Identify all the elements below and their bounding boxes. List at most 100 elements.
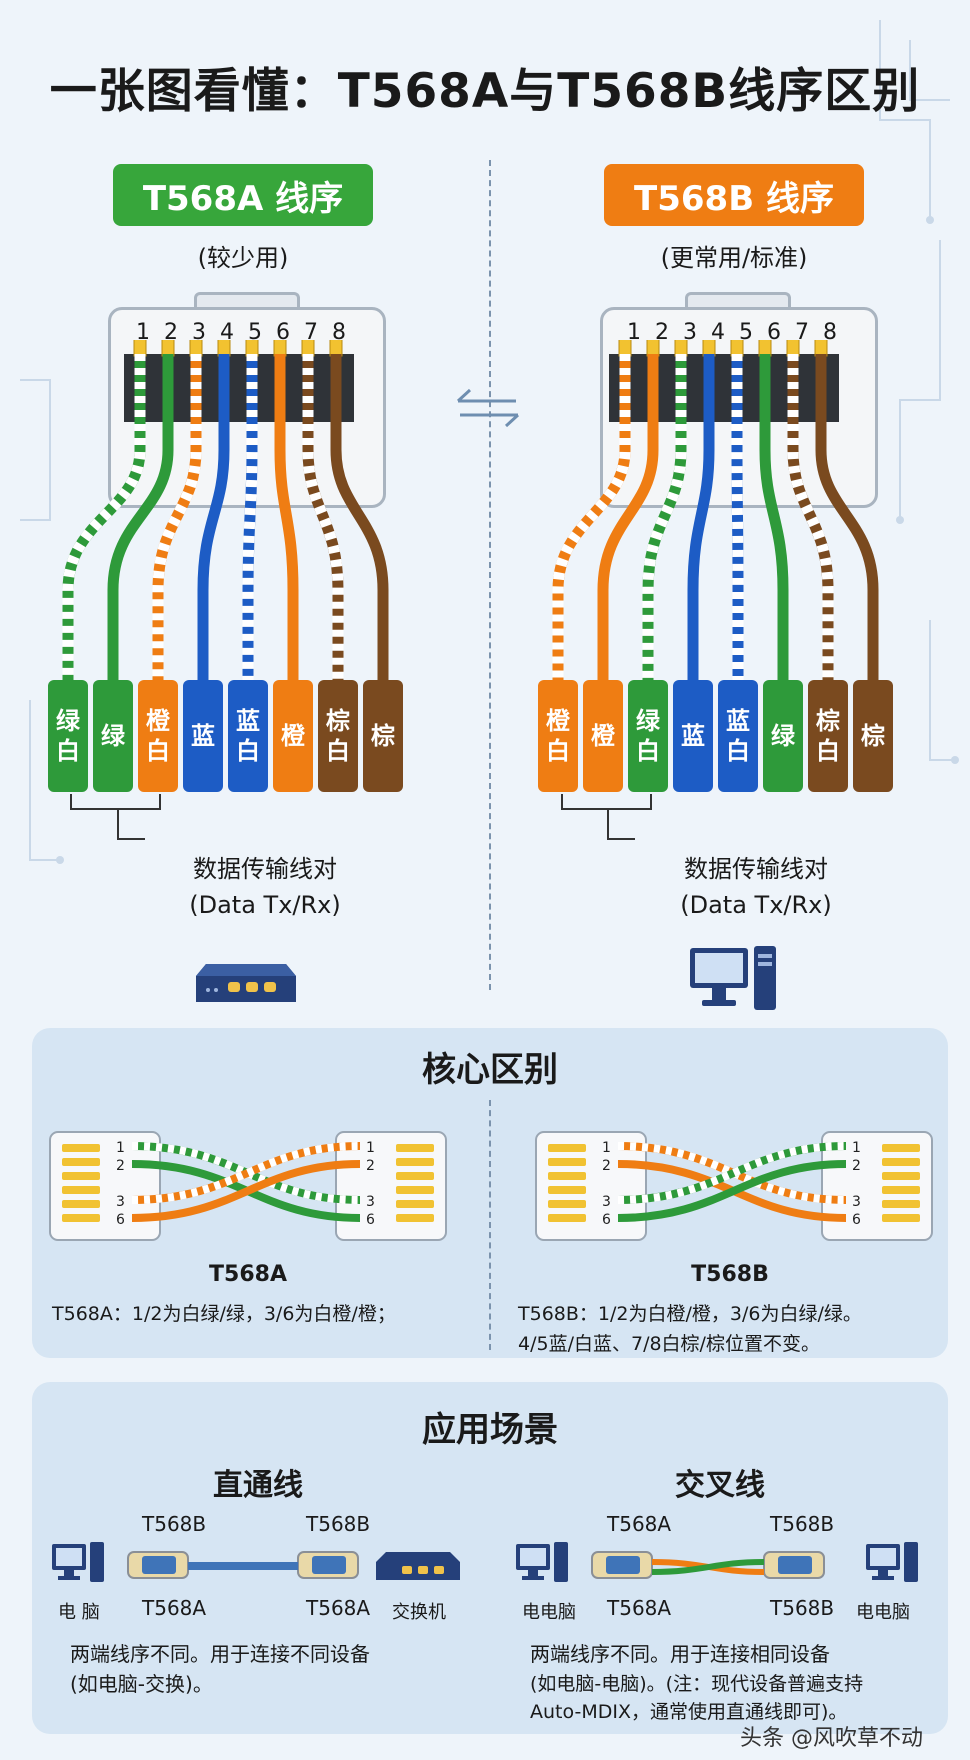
pin-label: 6 — [116, 1212, 125, 1228]
crossover-description-2: (如电脑-电脑)。(注：现代设备普遍支持 — [530, 1673, 864, 1695]
wire-2 — [107, 354, 174, 680]
core-t568b-heading: T568B — [691, 1262, 769, 1287]
core-difference-title: 核心区别 — [422, 1050, 558, 1090]
color-tag: 绿 — [93, 680, 133, 792]
computer-icon — [866, 1542, 918, 1582]
pin-number: 8 — [823, 320, 837, 345]
t568a-badge: T568A 线序 — [113, 164, 373, 226]
crossover-description: 两端线序不同。用于连接相同设备 — [530, 1642, 830, 1666]
color-tag: 蓝 — [673, 680, 713, 792]
color-tag: 橙 — [273, 680, 313, 792]
color-tag: 绿 — [763, 680, 803, 792]
wire-stripe-3 — [152, 354, 202, 680]
cable — [188, 1562, 298, 1570]
crossover-cable-diagram — [516, 1542, 918, 1582]
straight-bottom-right-standard: T568A — [306, 1596, 371, 1620]
pin-label: 6 — [602, 1212, 611, 1228]
t568b-note: (更常用/标准) — [660, 244, 808, 272]
t568a-color-tags: 绿白绿橙白蓝蓝白橙棕白棕 — [48, 680, 448, 792]
rj45-plug-icon — [297, 1551, 359, 1579]
pin-number: 4 — [220, 320, 234, 345]
straight-cable-title: 直通线 — [213, 1468, 303, 1503]
core-t568b-description-2: 4/5蓝/白蓝、7/8白棕/棕位置不变。 — [518, 1333, 820, 1355]
core-t568b-description: T568B：1/2为白橙/橙，3/6为白绿/绿。 — [518, 1303, 862, 1325]
pin-label: 3 — [602, 1194, 611, 1210]
computer-icon — [52, 1542, 104, 1582]
t568a-pair-bracket-stem — [117, 808, 145, 840]
t568b-pair-label-en: (Data Tx/Rx) — [680, 891, 832, 919]
pin-number: 6 — [276, 320, 290, 345]
cross-bottom-left-standard: T568A — [607, 1596, 672, 1620]
straight-device-1-label: 电 脑 — [58, 1602, 100, 1623]
pin-label: 2 — [852, 1158, 861, 1174]
pin-number: 3 — [192, 320, 206, 345]
pin-label: 6 — [366, 1212, 375, 1228]
core-t568a-description: T568A：1/2为白绿/绿，3/6为白橙/橙； — [52, 1303, 396, 1325]
wire-6 — [759, 354, 789, 680]
pin-number: 7 — [304, 320, 318, 345]
color-tag: 棕白 — [318, 680, 358, 792]
wire-stripe-7 — [302, 354, 344, 680]
wire-6 — [274, 354, 299, 680]
pin-label: 3 — [852, 1194, 861, 1210]
pin-number: 4 — [711, 320, 725, 345]
cross-device-1-label: 电电脑 — [522, 1602, 576, 1623]
crossover-description-3: Auto-MDIX，通常使用直通线即可)。 — [530, 1701, 848, 1723]
pin-label: 6 — [852, 1212, 861, 1228]
straight-cable-diagram — [52, 1542, 460, 1582]
cross-wire — [617, 1160, 847, 1222]
wire-stripe-1 — [552, 354, 631, 680]
watermark: 头条 @风吹草不动 — [740, 1726, 923, 1751]
pin-number: 3 — [683, 320, 697, 345]
pin-number: 2 — [655, 320, 669, 345]
pin-label: 2 — [366, 1158, 375, 1174]
pin-label: 3 — [116, 1194, 125, 1210]
crossover-cable-title: 交叉线 — [675, 1468, 765, 1503]
pin-label: 3 — [366, 1194, 375, 1210]
wire-stripe-7 — [787, 354, 834, 680]
page-title: 一张图看懂：T568A与T568B线序区别 — [49, 64, 921, 119]
color-tag: 蓝白 — [228, 680, 268, 792]
wire-stripe-5 — [731, 354, 744, 680]
color-tag: 橙白 — [538, 680, 578, 792]
pin-label: 2 — [602, 1158, 611, 1174]
color-tag: 棕白 — [808, 680, 848, 792]
t568b-wires — [552, 340, 879, 680]
color-tag: 棕 — [853, 680, 893, 792]
pin-number: 2 — [164, 320, 178, 345]
pin-label: 1 — [366, 1140, 375, 1156]
wire-4 — [687, 354, 715, 680]
wire-4 — [197, 354, 230, 680]
color-tag: 橙白 — [138, 680, 178, 792]
cross-device-2-label: 电电脑 — [856, 1602, 910, 1623]
pin-number: 6 — [767, 320, 781, 345]
color-tag: 橙 — [583, 680, 623, 792]
pin-number: 5 — [248, 320, 262, 345]
t568b-color-tags: 橙白橙绿白蓝蓝白绿棕白棕 — [538, 680, 938, 792]
rj45-plug-icon — [591, 1551, 653, 1579]
straight-description: 两端线序不同。用于连接不同设备 — [70, 1642, 370, 1666]
pin-number: 5 — [739, 320, 753, 345]
t568b-pair-bracket — [561, 794, 652, 810]
cable — [651, 1559, 765, 1575]
t568b-pair-bracket-stem — [607, 808, 635, 840]
router-icon — [196, 964, 296, 1002]
t568a-note: (较少用) — [197, 244, 289, 272]
wire-stripe-3 — [642, 354, 687, 680]
pin-number: 8 — [332, 320, 346, 345]
pin-label: 2 — [116, 1158, 125, 1174]
t568a-pair-label: 数据传输线对 — [193, 855, 337, 883]
core-divider — [489, 1100, 491, 1350]
t568a-pair-bracket — [70, 794, 161, 810]
cross-top-left-standard: T568A — [607, 1512, 672, 1536]
rj45-plug-icon — [127, 1551, 189, 1579]
color-tag: 蓝 — [183, 680, 223, 792]
t568b-badge: T568B 线序 — [604, 164, 864, 226]
cross-bottom-right-standard: T568B — [770, 1596, 835, 1620]
cross-top-right-standard: T568B — [770, 1512, 835, 1536]
